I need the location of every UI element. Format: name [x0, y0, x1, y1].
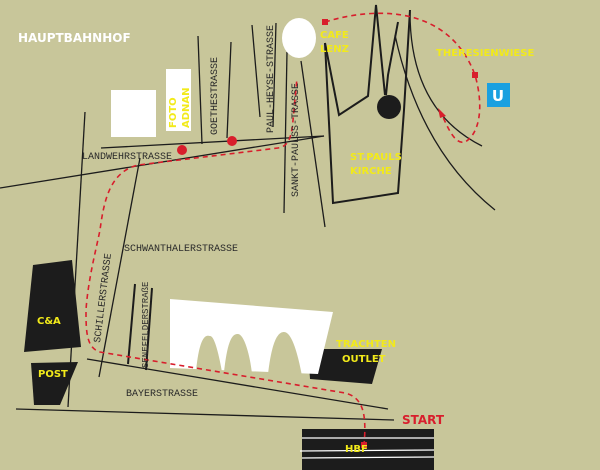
building-white: [111, 90, 156, 137]
landwehrstrasse-road: [100, 135, 325, 149]
label-schwanthalerstrasse: SCHWANTHALERSTRASSE: [124, 244, 238, 255]
post-building: [31, 362, 78, 405]
label-post: POST: [38, 369, 68, 380]
route-start-marker: [361, 442, 367, 448]
route-marker: [322, 19, 328, 25]
bayerstrasse-road: [86, 358, 389, 410]
church-outline: [324, 9, 411, 205]
map-title: HAUPTBAHNHOF: [18, 31, 131, 45]
road-curve: [394, 34, 496, 211]
hbf-tracks: [302, 429, 434, 470]
arch: [196, 335, 222, 372]
hbf-station: [299, 429, 435, 470]
sankt-pauls-road: [283, 51, 288, 214]
goethestrasse-road: [226, 41, 232, 139]
walking-route: [85, 12, 481, 448]
label-sankt-pauls-strasse: SANKT-PAULSS-TRASSE: [291, 83, 302, 197]
road-segment: [127, 283, 136, 365]
arch: [268, 332, 302, 376]
senefelderstrasse-road: [145, 287, 153, 371]
road-segment: [197, 35, 203, 145]
road-west: [67, 111, 86, 408]
label-outlet: OUTLET: [342, 354, 386, 365]
label-cafe: CAFE: [320, 30, 349, 41]
ubahn-label: U: [492, 87, 504, 105]
cafe-lenz-marker: [282, 18, 316, 58]
trachten-outlet-building: [308, 349, 382, 384]
track-line: [301, 456, 435, 459]
ubahn-sign: [487, 83, 510, 107]
foto-adnan-building: [166, 69, 191, 131]
label-goethestrasse: GOETHESTRASSE: [210, 57, 221, 135]
arch: [224, 334, 252, 374]
route-waypoint: [227, 136, 237, 146]
road-south: [15, 408, 395, 421]
label-schillerstrasse: SCHILLERSTRASSE: [93, 253, 115, 344]
label-start: START: [402, 413, 445, 427]
road-segment: [300, 60, 326, 228]
label-trachten: TRACHTEN: [336, 339, 396, 350]
roads: [0, 11, 496, 421]
label-bayerstrasse: BAYERSTRASSE: [126, 389, 198, 400]
schillerstrasse-road: [98, 157, 141, 378]
church-dome: [377, 95, 401, 119]
paul-heyse-road: [272, 22, 277, 128]
label-lenz: LENZ: [320, 44, 349, 55]
route-waypoint: [177, 145, 187, 155]
label-kirche: KIRCHE: [350, 166, 392, 177]
label-senefelderstrasse: SENEFELDERSTRAßE: [141, 282, 151, 368]
station-hall: [170, 299, 333, 376]
station-hall-shape: [170, 299, 333, 374]
road-curve: [409, 11, 483, 147]
label-paul-heyse-strasse: PAUL-HEYSE-STRASSE: [266, 25, 277, 133]
label-foto: FOTO: [168, 97, 179, 128]
label-theresienwiese: THERESIENWIESE: [436, 48, 534, 59]
label-hbf: HBF: [345, 444, 368, 455]
church-spire: [385, 21, 399, 96]
st-pauls-church: [324, 4, 411, 205]
church-spire: [324, 4, 386, 117]
label-adnan: ADNAN: [181, 87, 192, 128]
label-st-pauls: ST.PAULS: [350, 152, 402, 163]
route-arrow-icon: [438, 108, 446, 118]
label-landwehrstrasse: LANDWEHRSTRASSE: [82, 152, 172, 163]
road-segment: [251, 24, 261, 118]
label-ca: C&A: [37, 316, 61, 327]
route-marker: [472, 72, 478, 78]
track-line: [299, 449, 435, 452]
ca-building: [24, 260, 81, 352]
